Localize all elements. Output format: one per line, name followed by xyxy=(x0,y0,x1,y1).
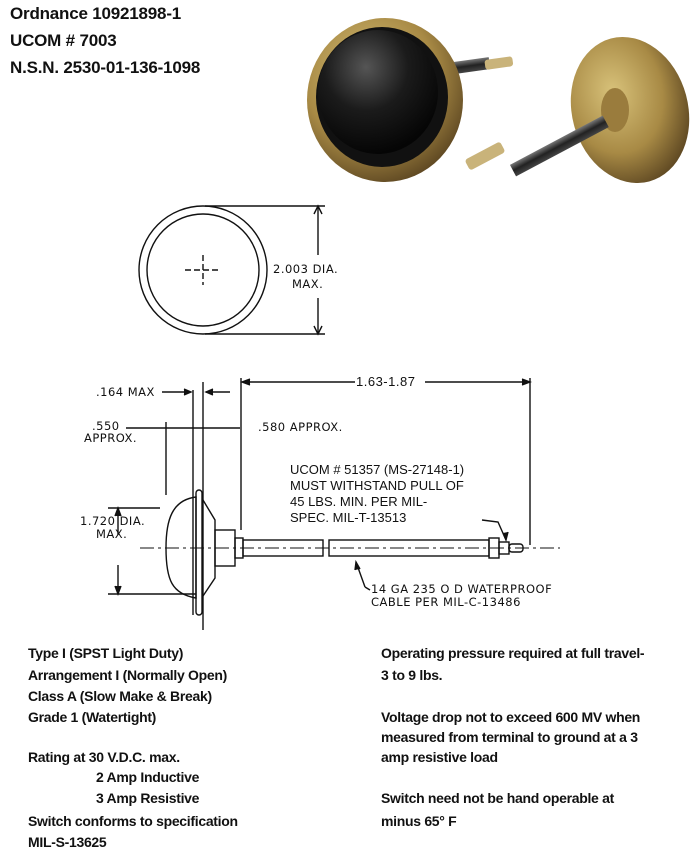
dim-550-label: .550 xyxy=(92,419,120,433)
ordnance-number: Ordnance 10921898-1 xyxy=(10,4,182,23)
spec-pressure-1: Operating pressure required at full trav… xyxy=(381,645,645,661)
spec-inductive: 2 Amp Inductive xyxy=(96,769,200,785)
nsn-number: N.S.N. 2530-01-136-1098 xyxy=(10,58,201,77)
dim-550-approx-label: APPROX. xyxy=(84,431,138,445)
connector-note-line: 45 LBS. MIN. PER MIL- xyxy=(290,494,428,509)
connector-note-line: MUST WITHSTAND PULL OF xyxy=(290,478,464,493)
side-view xyxy=(108,378,560,630)
spec-voltage-3: amp resistive load xyxy=(381,749,498,765)
spec-class: Class A (Slow Make & Break) xyxy=(28,688,212,704)
cable-note-line: CABLE PER MIL-C-13486 xyxy=(371,595,521,609)
technical-drawing xyxy=(108,204,560,630)
spec-pressure-2: 3 to 9 lbs. xyxy=(381,667,443,683)
dim-1720-max-label: MAX. xyxy=(96,527,128,541)
spec-voltage-1: Voltage drop not to exceed 600 MV when xyxy=(381,709,641,725)
spec-grade: Grade 1 (Watertight) xyxy=(28,709,157,725)
switch-front-photo xyxy=(307,18,514,182)
spec-arrangement: Arrangement I (Normally Open) xyxy=(28,667,228,683)
spec-hand-2: minus 65° F xyxy=(381,813,457,829)
product-photo xyxy=(307,18,690,184)
dim-length-label: 1.63-1.87 xyxy=(356,374,416,389)
spec-conforms: Switch conforms to specification xyxy=(28,813,238,829)
spec-voltage-2: measured from terminal to ground at a 3 xyxy=(381,729,638,745)
spec-resistive: 3 Amp Resistive xyxy=(96,790,200,806)
switch-back-photo xyxy=(465,36,690,184)
cable-note-line: 14 GA 235 O D WATERPROOF xyxy=(371,582,553,596)
connector-note-line: SPEC. MIL-T-13513 xyxy=(290,510,407,525)
dim-164-label: .164 MAX xyxy=(96,385,155,399)
connector-note-line: UCOM # 51357 (MS-27148-1) xyxy=(290,462,465,477)
spec-type: Type I (SPST Light Duty) xyxy=(28,645,184,661)
dim-580-label: .580 APPROX. xyxy=(258,420,343,434)
front-diameter-label: 2.003 DIA. xyxy=(273,262,339,276)
spec-hand-1: Switch need not be hand operable at xyxy=(381,790,614,806)
spec-rating: Rating at 30 V.D.C. max. xyxy=(28,749,180,765)
front-diameter-max-label: MAX. xyxy=(292,277,324,291)
spec-mil: MIL-S-13625 xyxy=(28,834,107,850)
ucom-number: UCOM # 7003 xyxy=(10,31,117,50)
front-view xyxy=(138,204,325,336)
dim-1720-label: 1.720 DIA. xyxy=(80,514,146,528)
